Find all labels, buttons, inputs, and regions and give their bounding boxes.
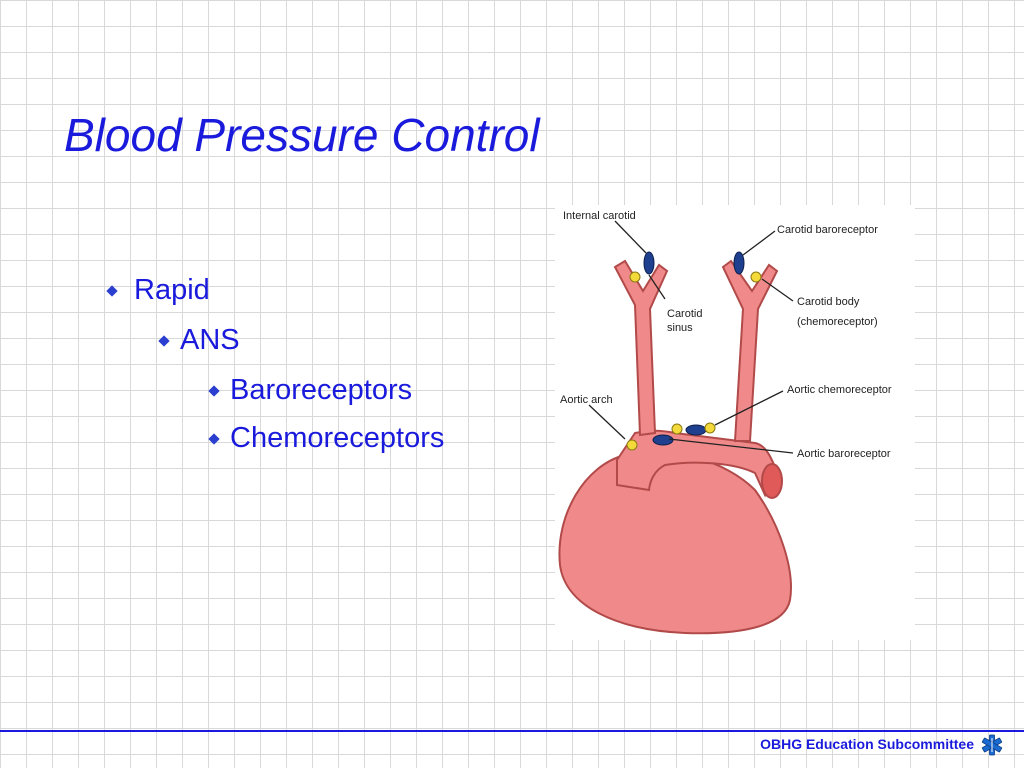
aortic-chemoreceptor-1 [671,423,683,435]
carotid-baroreceptor-left [643,251,655,275]
aorta-opening [761,463,783,499]
diamond-bullet-icon [208,432,220,445]
bullet-item-chemoreceptors: Chemoreceptors [208,422,445,455]
label-aortic-arch: Aortic arch [560,394,613,406]
aortic-baroreceptor-1 [685,424,707,436]
bullet-item-baroreceptors: Baroreceptors [208,374,413,407]
label-aortic-baroreceptor: Aortic baroreceptor [797,448,891,460]
bullet-text: Rapid [134,274,210,306]
heart-shape [558,450,792,635]
label-aortic-chemoreceptor: Aortic chemoreceptor [787,384,892,396]
label-carotid-body-1: Carotid body [797,296,860,308]
label-internal-carotid: Internal carotid [563,210,636,222]
diamond-bullet-icon [208,384,220,397]
aortic-chemoreceptor-3 [626,439,638,451]
carotid-baroreceptor-right [733,251,745,275]
diamond-bullet-icon [158,334,170,347]
label-carotid-baroreceptor: Carotid baroreceptor [777,224,878,236]
label-carotid-sinus-2: sinus [667,322,693,334]
diamond-bullet-icon [106,284,118,297]
bullet-item-rapid: Rapid [106,274,210,307]
footer-text: OBHG Education Subcommittee [760,736,974,752]
bullet-text: ANS [180,324,240,356]
bullet-item-ans: ANS [158,324,240,357]
star-of-life-icon [981,734,1003,756]
label-carotid-sinus-1: Carotid [667,308,702,320]
aortic-baroreceptor-2 [652,434,674,446]
leader-lines [588,220,794,454]
bullet-text: Baroreceptors [230,374,413,406]
footer-divider [0,730,1024,732]
bullet-text: Chemoreceptors [230,422,445,454]
slide-title: Blood Pressure Control [64,109,540,161]
carotid-body-right [750,271,762,283]
heart-aorta-diagram: Internal carotid Carotid baroreceptor Ca… [555,205,915,640]
carotid-body-left [629,271,641,283]
aortic-chemoreceptor-2 [704,422,716,434]
label-carotid-body-2: (chemoreceptor) [797,316,878,328]
